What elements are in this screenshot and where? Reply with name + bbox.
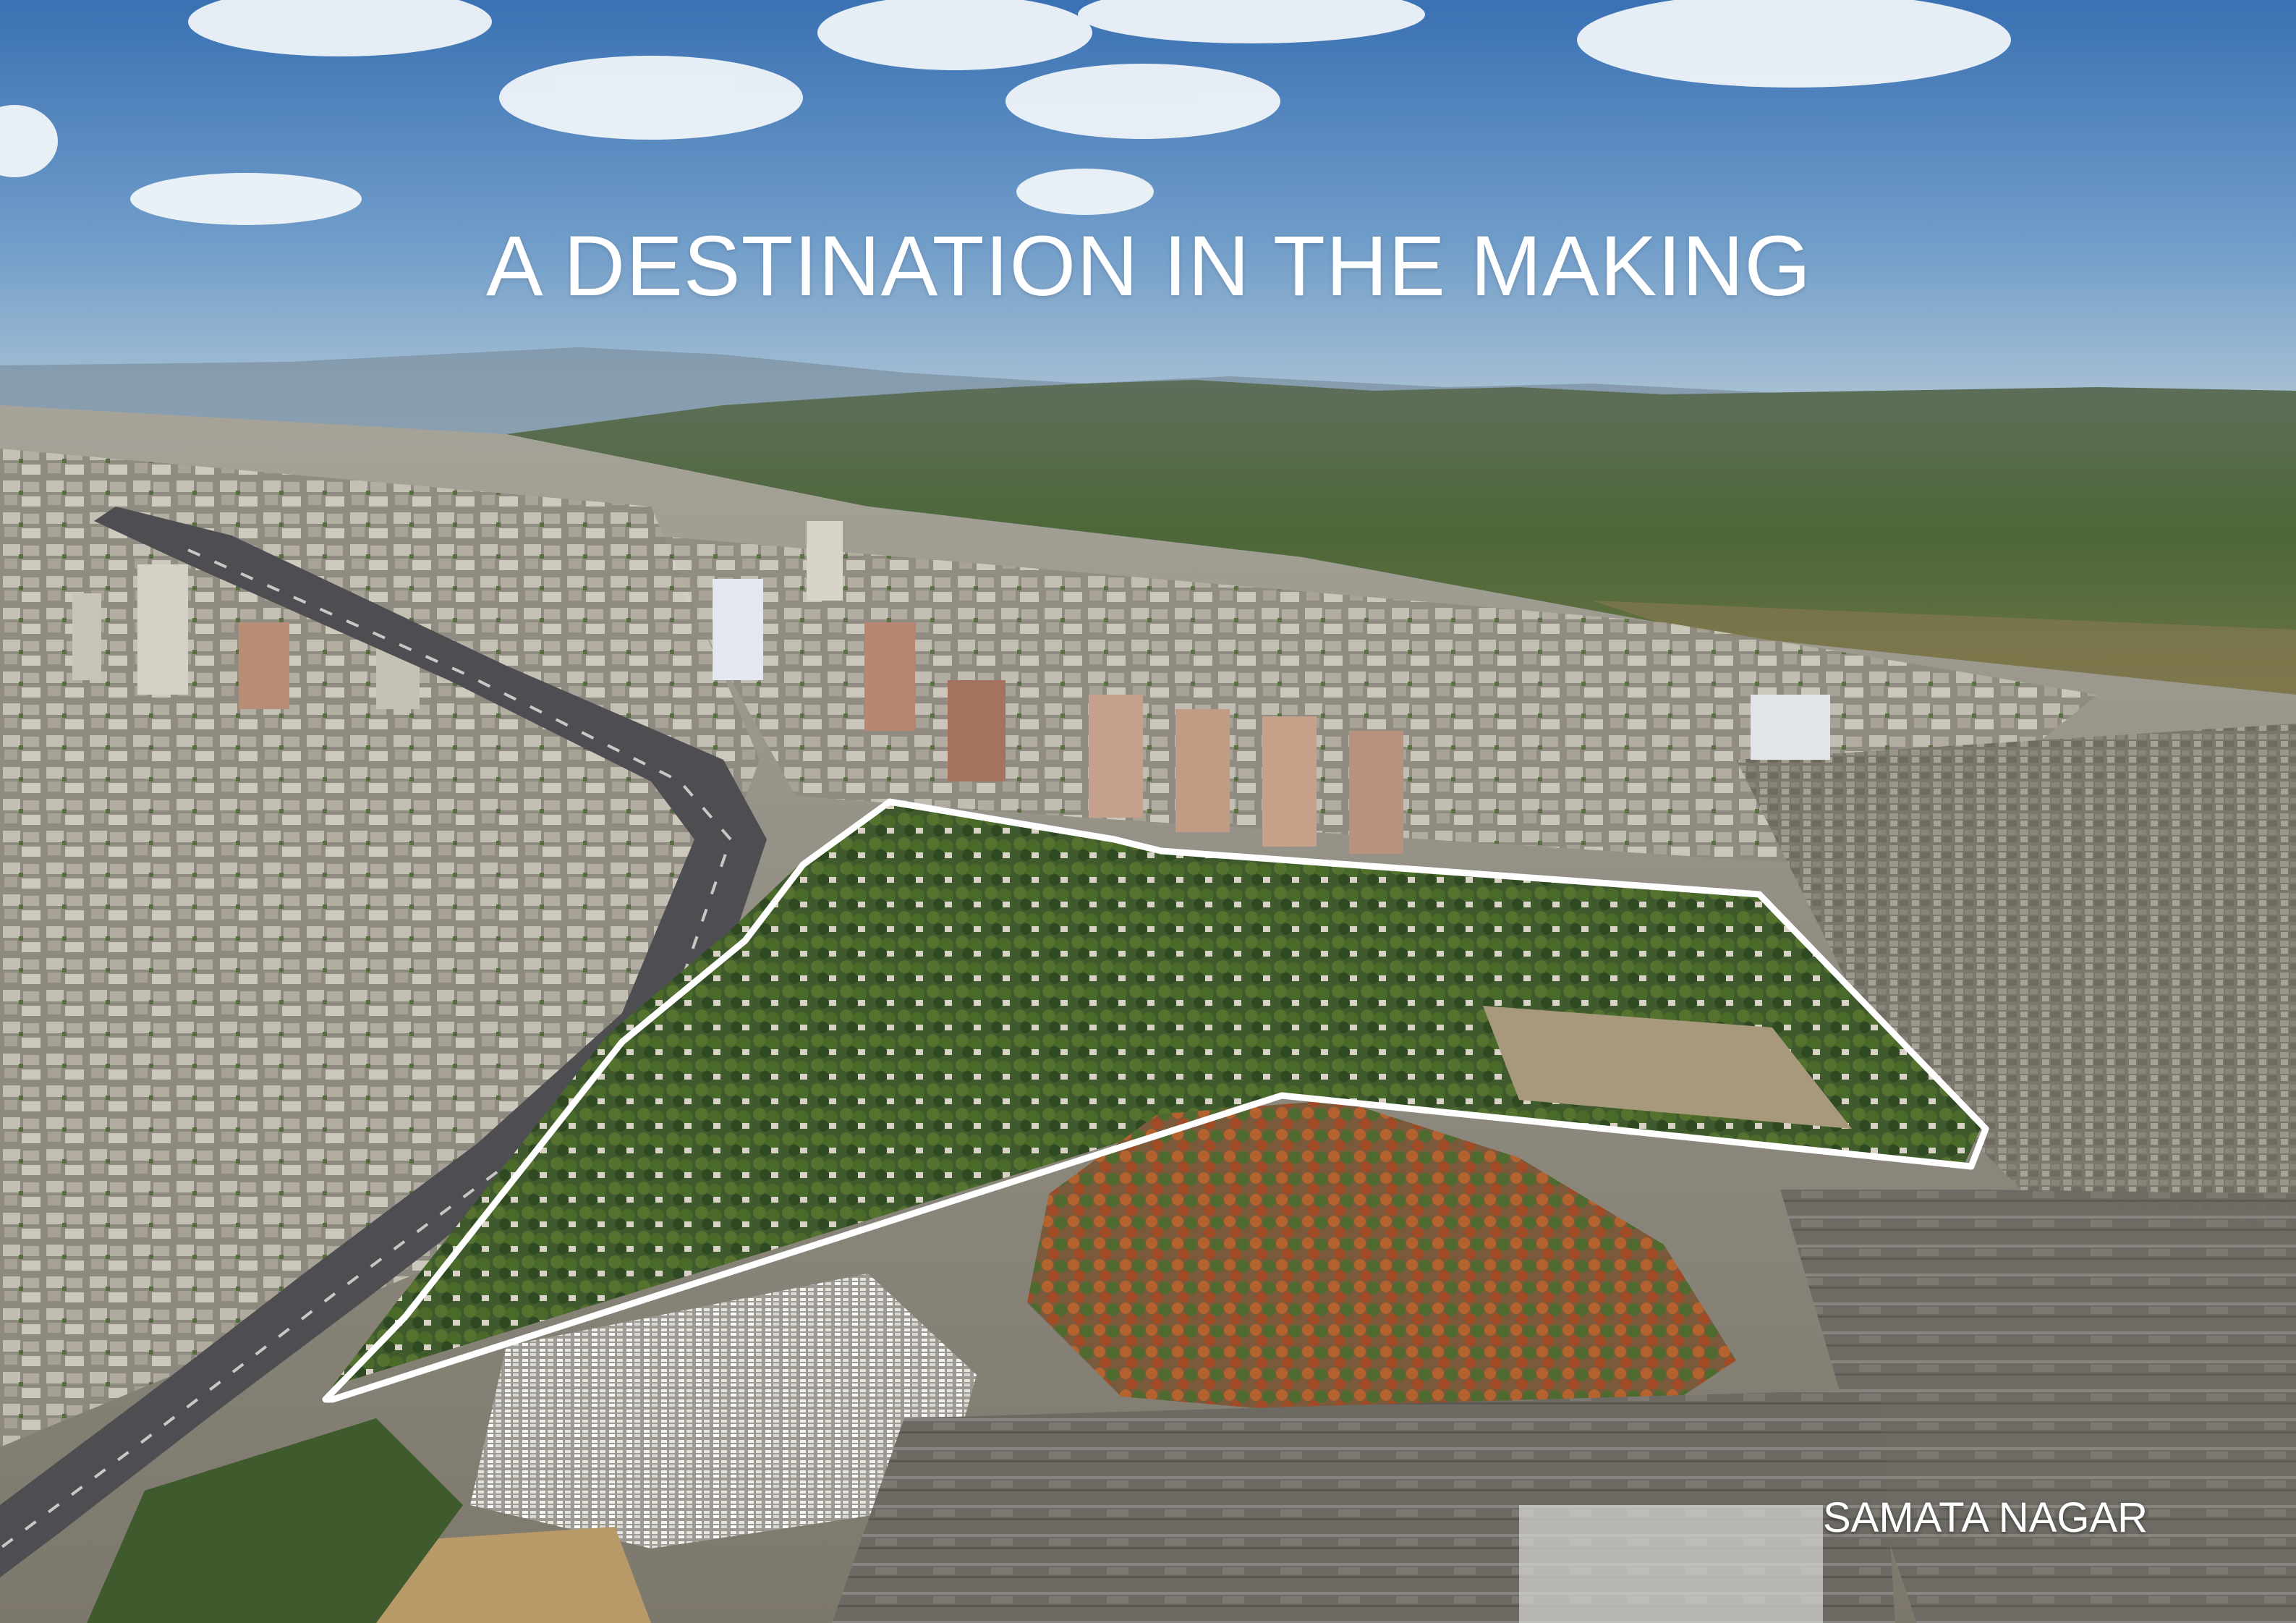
location-label: SAMATA NAGAR xyxy=(1823,1494,2148,1541)
wooded-hill xyxy=(1027,1100,1736,1433)
site-green-colony xyxy=(333,803,1982,1386)
site-boundary-outline xyxy=(322,798,1989,1403)
clouds xyxy=(0,0,2011,225)
towers xyxy=(72,521,1830,854)
samata-nagar-settlement xyxy=(1736,724,2296,1230)
page-headline: A DESTINATION IN THE MAKING xyxy=(486,219,1812,314)
car-depot xyxy=(470,1274,977,1548)
